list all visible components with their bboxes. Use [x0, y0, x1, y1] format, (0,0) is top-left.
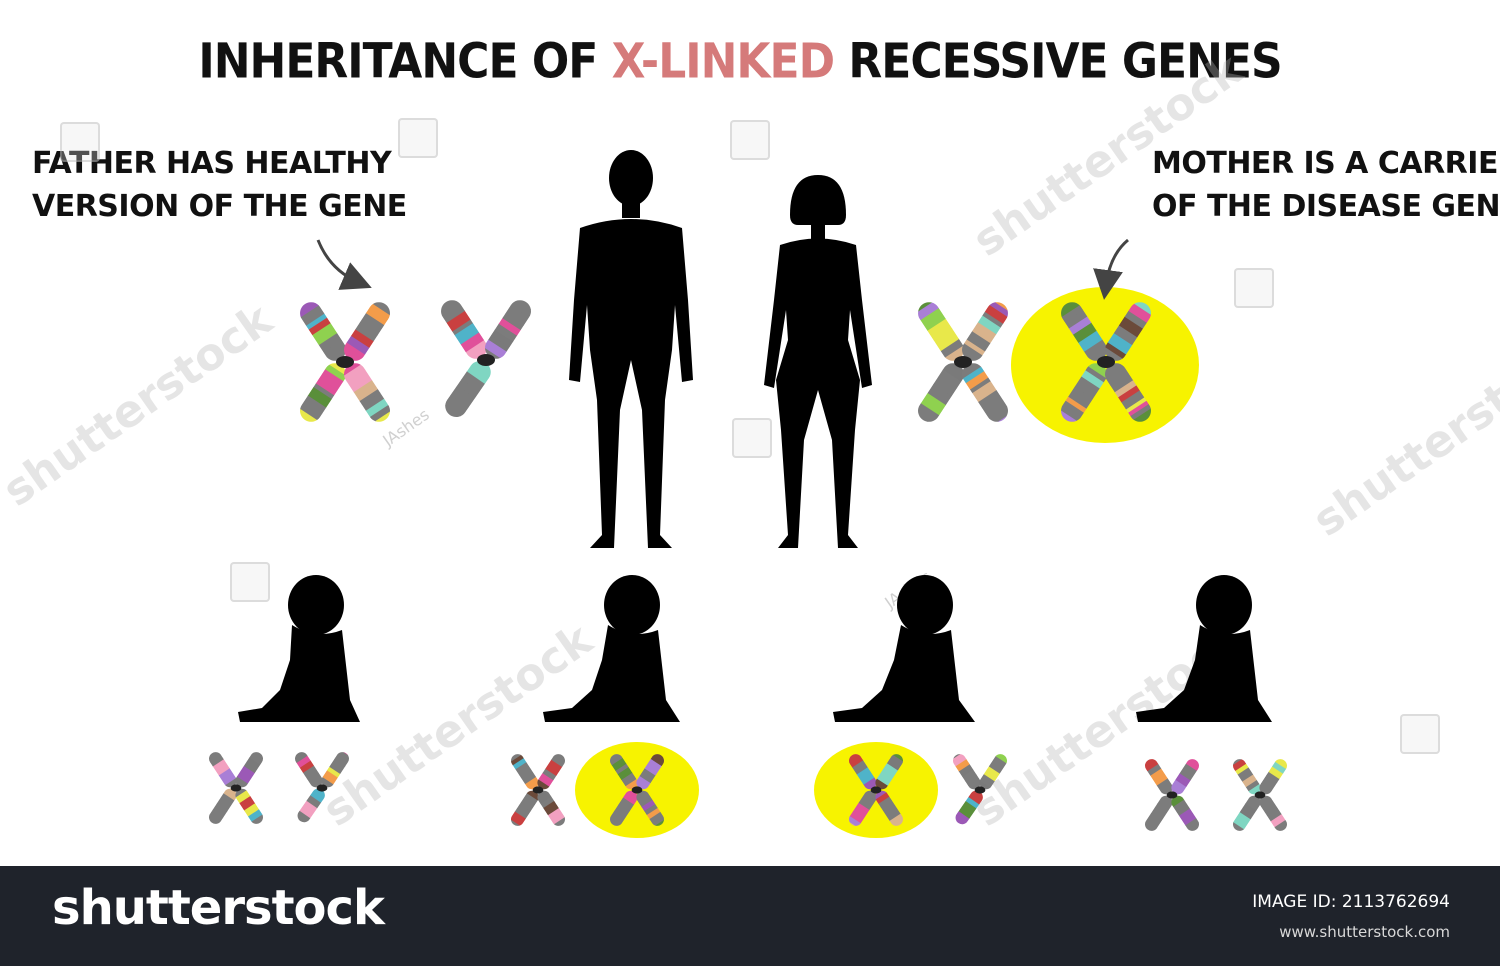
stock-footer-bar: shutterstock IMAGE ID: 2113762694 www.sh… [0, 866, 1500, 966]
mother-caption-line2: OF THE DISEASE GENE [1152, 189, 1500, 224]
y-chromosome-icon [292, 749, 352, 825]
baby-silhouette-icon [1136, 575, 1272, 722]
baby-silhouette-icon [543, 575, 680, 722]
father-caption: FATHER HAS HEALTHY VERSION OF THE GENE [32, 142, 407, 228]
y-chromosome-icon [436, 295, 536, 422]
watermark-icon [730, 120, 770, 160]
x-chromosome-icon [1230, 756, 1290, 834]
diagram-canvas: INHERITANCE OF X-LINKED RECESSIVE GENES … [0, 33, 1500, 838]
x-chromosome-icon [295, 297, 395, 427]
baby-silhouette-icon [238, 575, 360, 722]
x-chromosome-icon [1142, 756, 1202, 834]
chromosome-layer [206, 295, 1290, 834]
mother-caption-line1: MOTHER IS A CARRIER [1152, 146, 1500, 181]
title-part2: RECESSIVE GENES [834, 33, 1282, 90]
image-id-label: IMAGE ID: 2113762694 [1252, 892, 1450, 912]
x-chromosome-icon [913, 297, 1013, 427]
mother-caption: MOTHER IS A CARRIER OF THE DISEASE GENE [1152, 142, 1500, 228]
watermark-icon [230, 562, 270, 602]
title-part1: INHERITANCE OF [198, 33, 612, 90]
site-url: www.shutterstock.com [1279, 923, 1450, 941]
watermark-icon [1234, 268, 1274, 308]
diagram-figure [206, 150, 1290, 838]
father-caption-line1: FATHER HAS HEALTHY [32, 146, 392, 181]
watermark-icon [732, 418, 772, 458]
watermark-icon [398, 118, 438, 158]
male-silhouette-icon [569, 150, 693, 548]
arrow-down-icon [316, 239, 372, 290]
female-silhouette-icon [764, 175, 872, 548]
diagram-title: INHERITANCE OF X-LINKED RECESSIVE GENES [0, 33, 1480, 89]
shutterstock-logo: shutterstock [52, 880, 385, 936]
watermark-icon [1400, 714, 1440, 754]
x-chromosome-icon [508, 751, 568, 829]
arrow-down-icon [1093, 238, 1129, 300]
father-caption-line2: VERSION OF THE GENE [32, 189, 407, 224]
baby-silhouette-icon [833, 575, 975, 722]
x-chromosome-icon [206, 749, 266, 827]
watermark-icon [60, 122, 100, 162]
y-chromosome-icon [950, 751, 1010, 827]
title-accent: X-LINKED [611, 33, 836, 90]
